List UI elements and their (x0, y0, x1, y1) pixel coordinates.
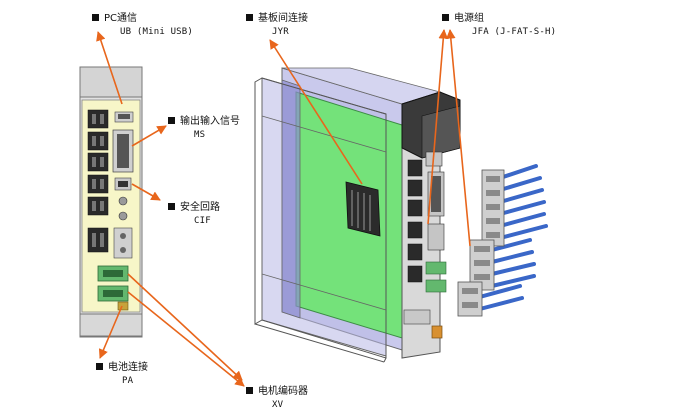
label-encoder-name: 电机编码器 (258, 386, 308, 397)
label-power: 电源组 JFA (J-FAT-S-H) (442, 13, 556, 37)
label-board-code: JYR (272, 27, 289, 37)
label-board-name: 基板间连接 (258, 13, 308, 24)
label-pc-name: PC通信 (104, 13, 138, 24)
front-panel (79, 66, 143, 338)
bullet-square-icon (442, 14, 449, 21)
label-safety: 安全回路 CIF (168, 202, 220, 226)
label-power-code: JFA (J-FAT-S-H) (472, 27, 557, 37)
label-io: 输出输入信号 MS (168, 116, 240, 140)
bullet-square-icon (246, 14, 253, 21)
arrow-encoder-2 (127, 291, 245, 387)
label-safety-name: 安全回路 (180, 202, 220, 213)
label-encoder-code: XV (272, 400, 284, 410)
label-board: 基板间连接 JYR (246, 13, 308, 37)
label-encoder: 电机编码器 XV (246, 386, 308, 410)
arrow-io (131, 125, 167, 147)
arrow-encoder-1 (127, 273, 243, 381)
callout-arrows (96, 29, 471, 387)
power-connector-group (457, 164, 548, 317)
arrow-pc (96, 31, 123, 105)
label-safety-code: CIF (194, 216, 211, 226)
label-io-code: MS (194, 130, 206, 140)
label-io-name: 输出输入信号 (180, 116, 240, 127)
label-battery-name: 电池连接 (108, 362, 148, 373)
arrow-battery (98, 305, 123, 359)
arrow-power-1 (427, 29, 449, 225)
label-power-name: 电源组 (454, 13, 484, 24)
arrow-power-2 (446, 29, 471, 247)
bullet-square-icon (246, 387, 253, 394)
label-pc: PC通信 UB (Mini USB) (92, 13, 193, 37)
bullet-square-icon (168, 203, 175, 210)
bullet-square-icon (168, 117, 175, 124)
label-battery-code: PA (122, 376, 134, 386)
bullet-square-icon (92, 14, 99, 21)
label-battery: 电池连接 PA (96, 362, 148, 386)
arrow-safety (131, 183, 161, 201)
arrow-board (269, 39, 363, 185)
bullet-square-icon (96, 363, 103, 370)
label-pc-code: UB (Mini USB) (120, 27, 194, 37)
